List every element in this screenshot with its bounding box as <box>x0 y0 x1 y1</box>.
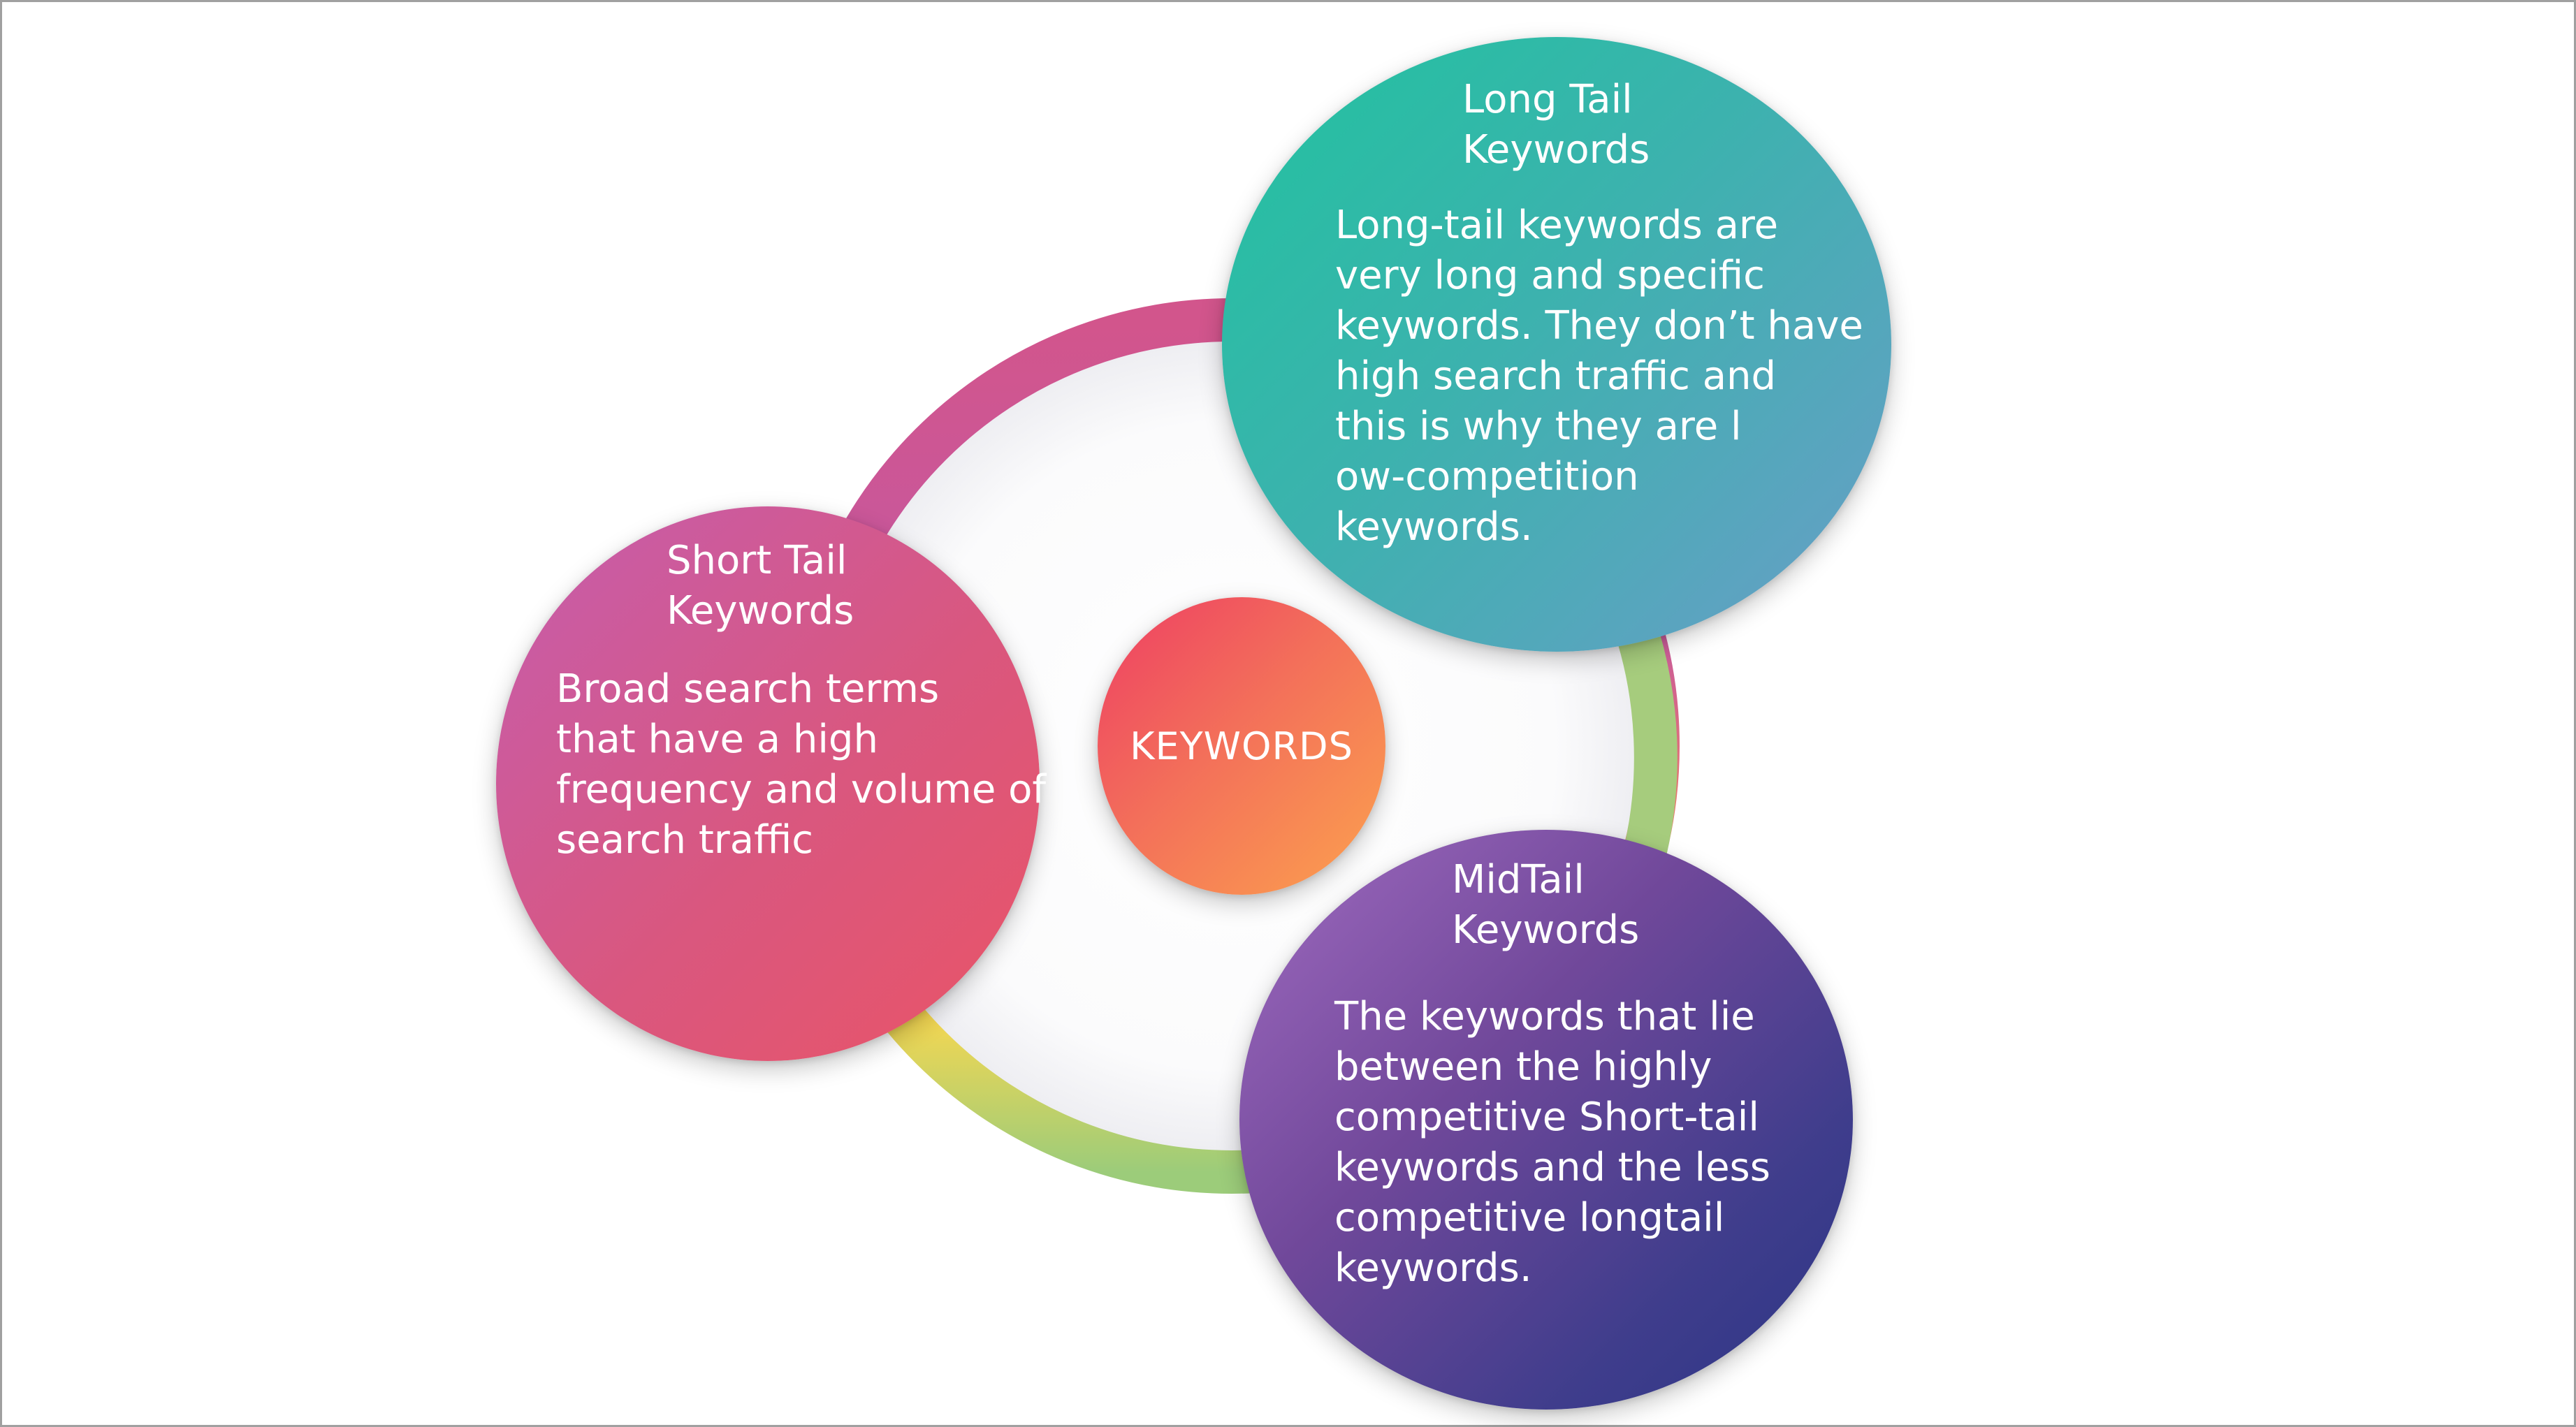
keywords-hub-circle: KEYWORDS <box>1098 597 1385 895</box>
short-tail-description: Broad search terms that have a high freq… <box>556 666 1047 863</box>
mid-tail-title: MidTail Keywords <box>1452 857 1640 953</box>
mid-tail-circle: MidTail Keywords The keywords that lie b… <box>1239 830 1853 1410</box>
long-tail-description: Long-tail keywords are very long and spe… <box>1335 203 1863 550</box>
short-tail-circle: Short Tail Keywords Broad search terms t… <box>496 506 1046 1061</box>
short-tail-title: Short Tail Keywords <box>667 538 854 634</box>
long-tail-title: Long Tail Keywords <box>1462 77 1650 173</box>
mid-tail-description: The keywords that lie between the highly… <box>1334 994 1770 1291</box>
keywords-hub-label: KEYWORDS <box>1130 724 1353 768</box>
long-tail-circle: Long Tail Keywords Long-tail keywords ar… <box>1222 37 1891 652</box>
